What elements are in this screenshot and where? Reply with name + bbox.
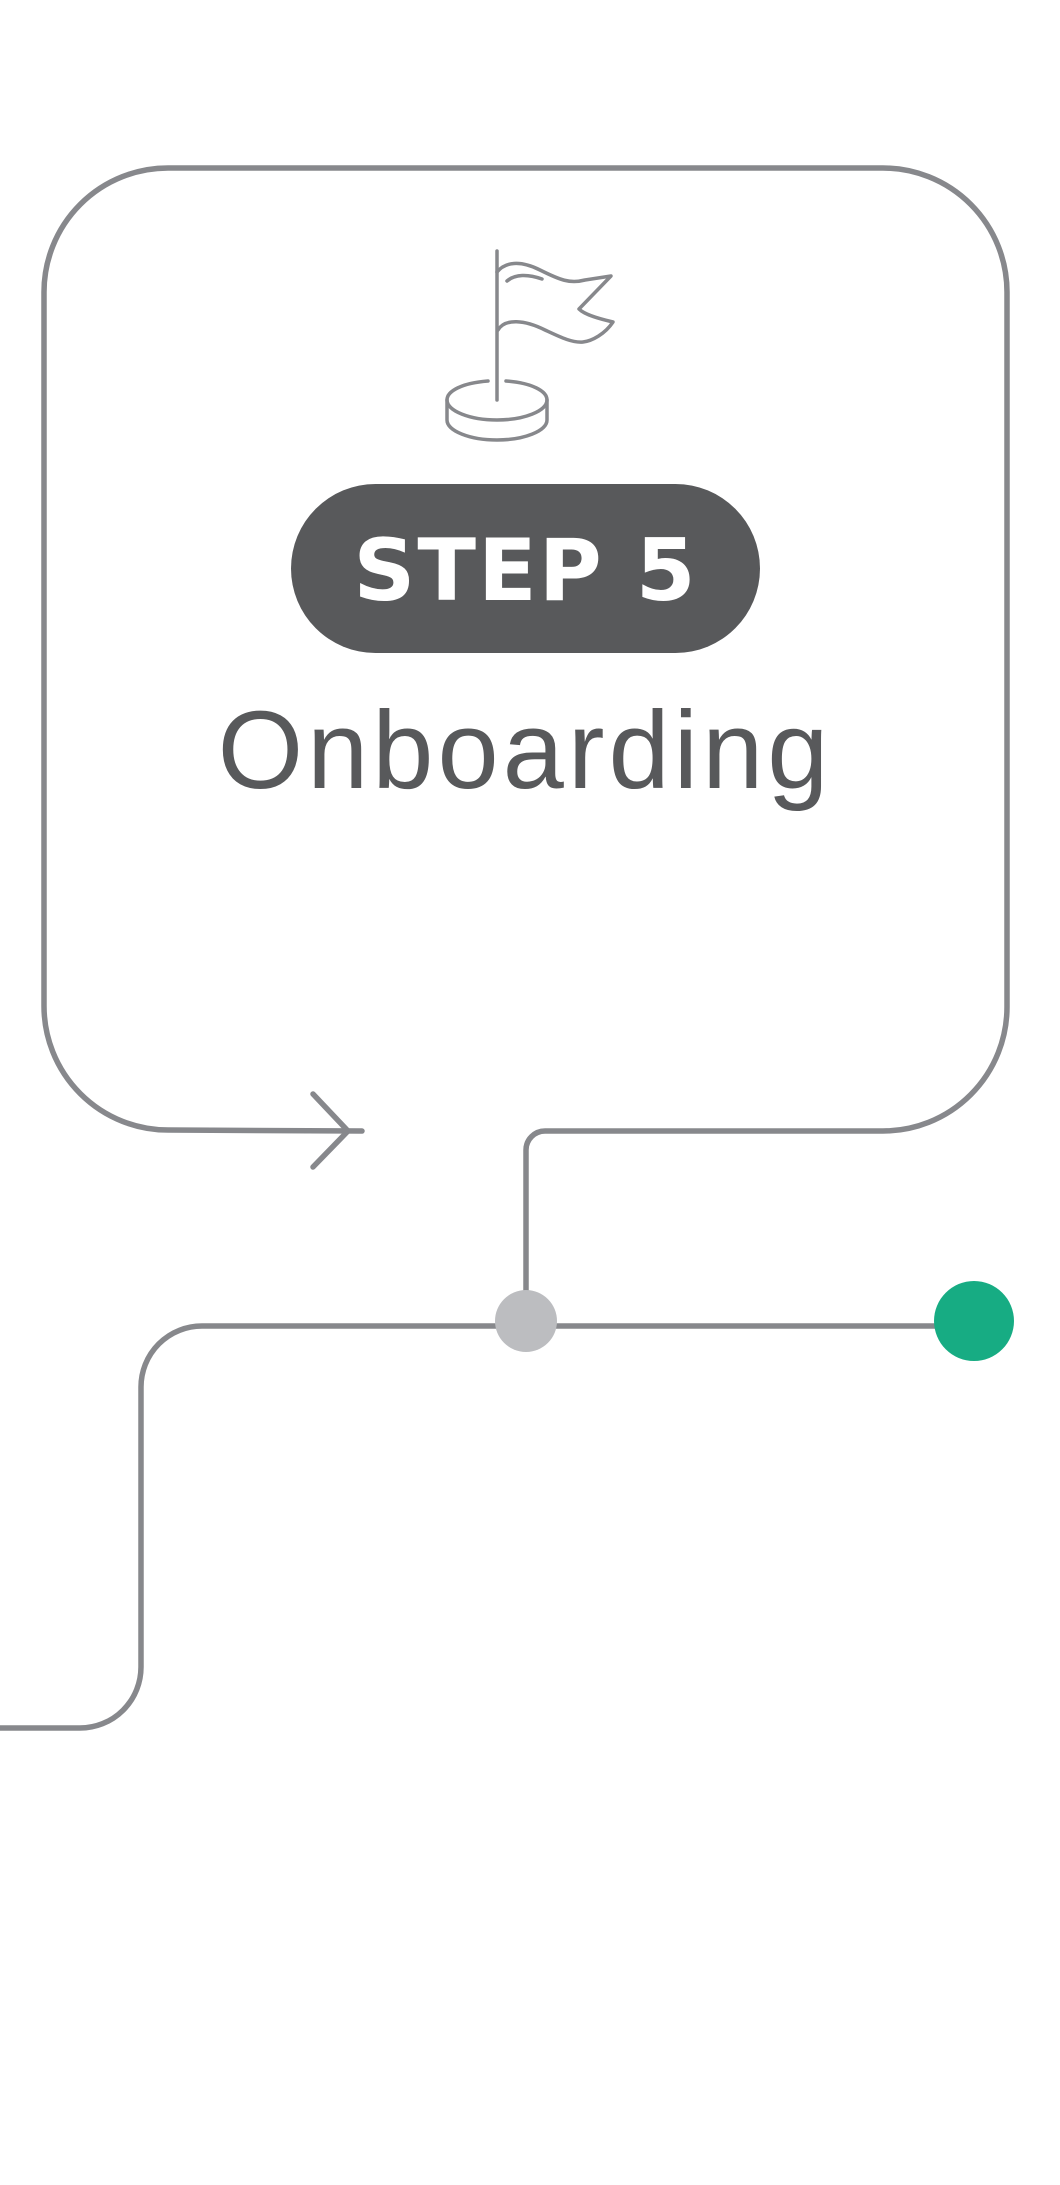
step-badge: STEP 5 xyxy=(291,484,760,653)
step-card-outline-left xyxy=(41,165,1010,1298)
active-node[interactable] xyxy=(934,1281,1014,1361)
flag-icon xyxy=(445,249,615,442)
step-badge-label: STEP 5 xyxy=(353,521,697,621)
arrow-head-icon xyxy=(310,1091,351,1170)
junction-node[interactable] xyxy=(495,1290,557,1352)
flow-line xyxy=(0,1323,976,1731)
step-title: Onboarding xyxy=(218,689,833,812)
